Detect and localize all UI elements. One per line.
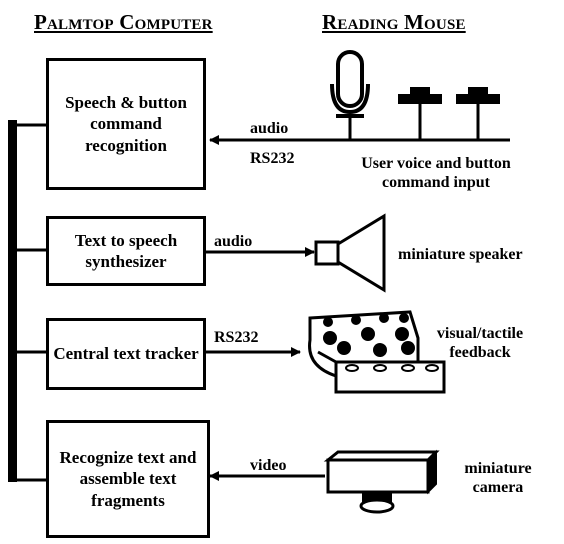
microphone-icon — [332, 52, 368, 116]
rs232-output-label: RS232 — [214, 329, 258, 347]
text-to-speech-label: Text to speech synthesizer — [53, 230, 199, 273]
tactile-pad-icon — [310, 312, 444, 392]
text-tracker-label: Central text tracker — [53, 343, 198, 364]
speech-command-box: Speech & button command recognition — [46, 58, 206, 190]
speaker-icon — [316, 216, 384, 290]
rs232-input-label: RS232 — [250, 150, 294, 168]
text-to-speech-box: Text to speech synthesizer — [46, 216, 206, 286]
text-recognition-box: Recognize text and assemble text fragmen… — [46, 420, 210, 538]
audio-output-label: audio — [214, 233, 252, 251]
camera-icon — [328, 452, 436, 512]
text-tracker-box: Central text tracker — [46, 318, 206, 390]
voice-input-caption: User voice and button command input — [336, 154, 536, 192]
speaker-caption: miniature speaker — [398, 246, 523, 264]
audio-input-label: audio — [250, 120, 288, 138]
feedback-caption: visual/tactile feedback — [430, 324, 530, 362]
button-icon — [398, 87, 442, 104]
button-icon — [456, 87, 500, 104]
camera-caption: miniature camera — [456, 459, 540, 497]
video-input-label: video — [250, 457, 286, 475]
speech-command-label: Speech & button command recognition — [53, 92, 199, 156]
text-recognition-label: Recognize text and assemble text fragmen… — [53, 447, 203, 511]
system-bus-bar — [8, 120, 17, 482]
